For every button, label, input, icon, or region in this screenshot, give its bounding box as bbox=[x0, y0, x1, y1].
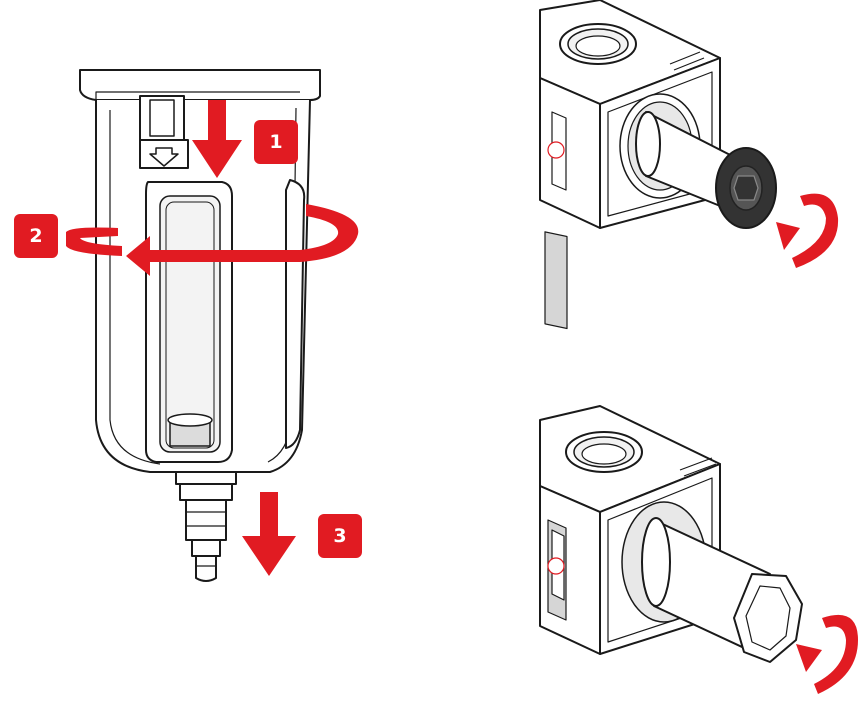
step-2-badge: 2 bbox=[14, 214, 58, 258]
step-3-badge: 3 bbox=[318, 514, 362, 558]
step-1-badge: 1 bbox=[254, 120, 298, 164]
rotate-arrow-icon bbox=[66, 204, 359, 276]
arrow-down-icon bbox=[192, 100, 242, 178]
filter-housing-illustration bbox=[539, 405, 803, 663]
filter-housing-illustration bbox=[539, 0, 777, 330]
rotate-arrow-icon bbox=[776, 193, 839, 268]
filter-bowl-illustration bbox=[79, 69, 321, 582]
rotate-arrow-icon bbox=[796, 614, 858, 694]
arrow-down-icon bbox=[242, 492, 296, 576]
